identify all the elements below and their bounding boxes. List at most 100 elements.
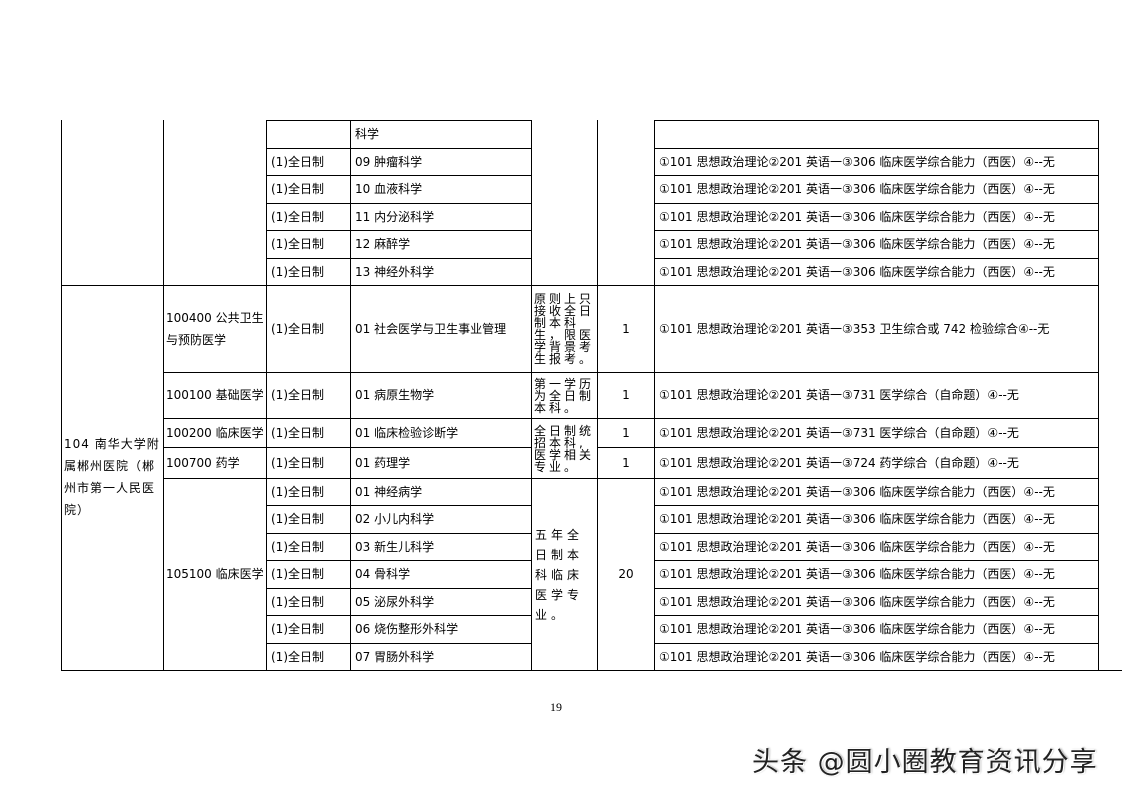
col-divider-unit [163,120,164,671]
mode-cell: (1)全日制 [271,237,324,251]
exam-cell [655,121,1098,148]
mode-cell: (1)全日制 [271,484,324,499]
exam-cell: ①101 思想政治理论②201 英语一③306 临床医学综合能力（西医）④--无 [659,264,1055,279]
exam-cell: ①101 思想政治理论②201 英语一③731 医学综合（自命题）④--无 [659,425,1019,440]
exam-cell: ①101 思想政治理论②201 英语一③306 临床医学综合能力（西医）④--无 [659,484,1055,499]
row-line [266,505,532,506]
row-line [597,447,1099,448]
mode-cell: (1)全日制 [271,388,324,402]
direction-cell: 01 社会医学与卫生事业管理 [355,321,507,336]
mode-cell: (1)全日制 [271,209,324,224]
row-line [654,560,1099,561]
exam-cell: ①101 思想政治理论②201 英语一③306 临床医学综合能力（西医）④--无 [659,594,1055,609]
row-line [266,615,532,616]
page-number: 19 [550,700,562,714]
exam-cell: ①101 思想政治理论②201 英语一③306 临床医学综合能力（西医）④--无 [659,154,1055,169]
table-border-right [1098,120,1099,671]
row-line [654,175,1099,176]
row-line [654,230,1099,231]
row-line [654,148,1099,149]
direction-cell: 09 肿瘤科学 [355,154,423,169]
row-line [266,643,532,644]
mode-cell: (1)全日制 [271,567,324,581]
exam-cell: ①101 思想政治理论②201 英语一③353 卫生综合或 742 检验综合④-… [659,321,1050,336]
unit-cell: 104 南华大学附属郴州医院（郴州市第一人民医院） [64,437,160,517]
row-line [266,120,532,121]
direction-cell: 11 内分泌科学 [355,209,435,224]
remark-cell: 第一学历为全日制本科。 [534,376,595,415]
mode-cell [267,121,350,148]
mode-cell: (1)全日制 [271,154,324,169]
exam-cell: ①101 思想政治理论②201 英语一③306 临床医学综合能力（西医）④--无 [659,237,1055,251]
row-line [266,258,532,259]
quota-cell: 1 [622,321,630,336]
row-line [266,230,532,231]
row-line [163,372,1099,373]
row-line [163,478,1099,479]
mode-cell: (1)全日制 [271,649,324,664]
direction-cell: 12 麻醉学 [355,237,411,251]
mode-cell: (1)全日制 [271,264,324,279]
remark-cell: 全日制统招本科,医学相关专业。 [534,423,595,474]
mode-cell: (1)全日制 [271,512,324,526]
row-line [61,285,1099,286]
exam-cell: ①101 思想政治理论②201 英语一③306 临床医学综合能力（西医）④--无 [659,649,1055,664]
row-line [266,203,532,204]
direction-cell: 06 烧伤整形外科学 [355,622,459,636]
col-divider-remark [597,120,598,671]
col-divider-direction [531,120,532,671]
row-line [654,643,1099,644]
row-line [163,418,1099,419]
major-cell: 100200 临床医学 [166,425,264,440]
direction-cell: 01 临床检验诊断学 [355,425,459,440]
major-cell: 100700 药学 [166,455,240,470]
direction-cell: 01 药理学 [355,455,411,470]
quota-cell: 20 [618,567,634,581]
direction-cell: 01 神经病学 [355,484,423,499]
watermark: 头条 @圆小圈教育资讯分享 [752,747,1098,778]
quota-cell: 1 [622,425,630,440]
col-divider-major [266,120,267,671]
row-line [654,203,1099,204]
major-cell: 100400 公共卫生与预防医学 [166,311,264,347]
mode-cell: (1)全日制 [271,182,324,196]
row-line [266,588,532,589]
row-line [654,615,1099,616]
direction-cell: 04 骨科学 [355,567,411,581]
exam-cell: ①101 思想政治理论②201 英语一③731 医学综合（自命题）④--无 [659,388,1019,402]
row-line [266,148,532,149]
direction-cell: 01 病原生物学 [355,388,435,402]
direction-cell: 13 神经外科学 [355,264,435,279]
major-cell: 105100 临床医学 [166,567,264,581]
row-line [654,505,1099,506]
exam-cell: ①101 思想政治理论②201 英语一③306 临床医学综合能力（西医）④--无 [659,182,1055,196]
direction-cell: 03 新生儿科学 [355,539,435,554]
row-line [266,533,532,534]
direction-cell: 科学 [355,127,380,141]
mode-cell: (1)全日制 [271,594,324,609]
quota-cell: 1 [622,455,630,470]
direction-cell: 10 血液科学 [355,182,423,196]
exam-cell: ①101 思想政治理论②201 英语一③306 临床医学综合能力（西医）④--无 [659,622,1055,636]
remark-cell: 原则上只接收全日制本科生，限医学背景考生报考。 [534,292,595,366]
row-line [266,175,532,176]
exam-cell: ①101 思想政治理论②201 英语一③306 临床医学综合能力（西医）④--无 [659,209,1055,224]
row-line [654,588,1099,589]
direction-cell: 02 小儿内科学 [355,512,435,526]
mode-cell: (1)全日制 [271,321,324,336]
row-line [654,533,1099,534]
mode-cell: (1)全日制 [271,425,324,440]
row-line [266,560,532,561]
row-line [654,258,1099,259]
exam-cell: ①101 思想政治理论②201 英语一③724 药学综合（自命题）④--无 [659,455,1019,470]
exam-cell: ①101 思想政治理论②201 英语一③306 临床医学综合能力（西医）④--无 [659,539,1055,554]
direction-cell: 05 泌尿外科学 [355,594,435,609]
direction-cell: 07 胃肠外科学 [355,649,435,664]
table-border-left [61,120,62,671]
col-divider-quota [654,120,655,671]
quota-cell: 1 [622,388,630,402]
exam-cell: ①101 思想政治理论②201 英语一③306 临床医学综合能力（西医）④--无 [659,567,1055,581]
major-cell: 100100 基础医学 [166,388,264,402]
remark-cell: 五年全日制本科临床医学专业。 [535,527,584,622]
